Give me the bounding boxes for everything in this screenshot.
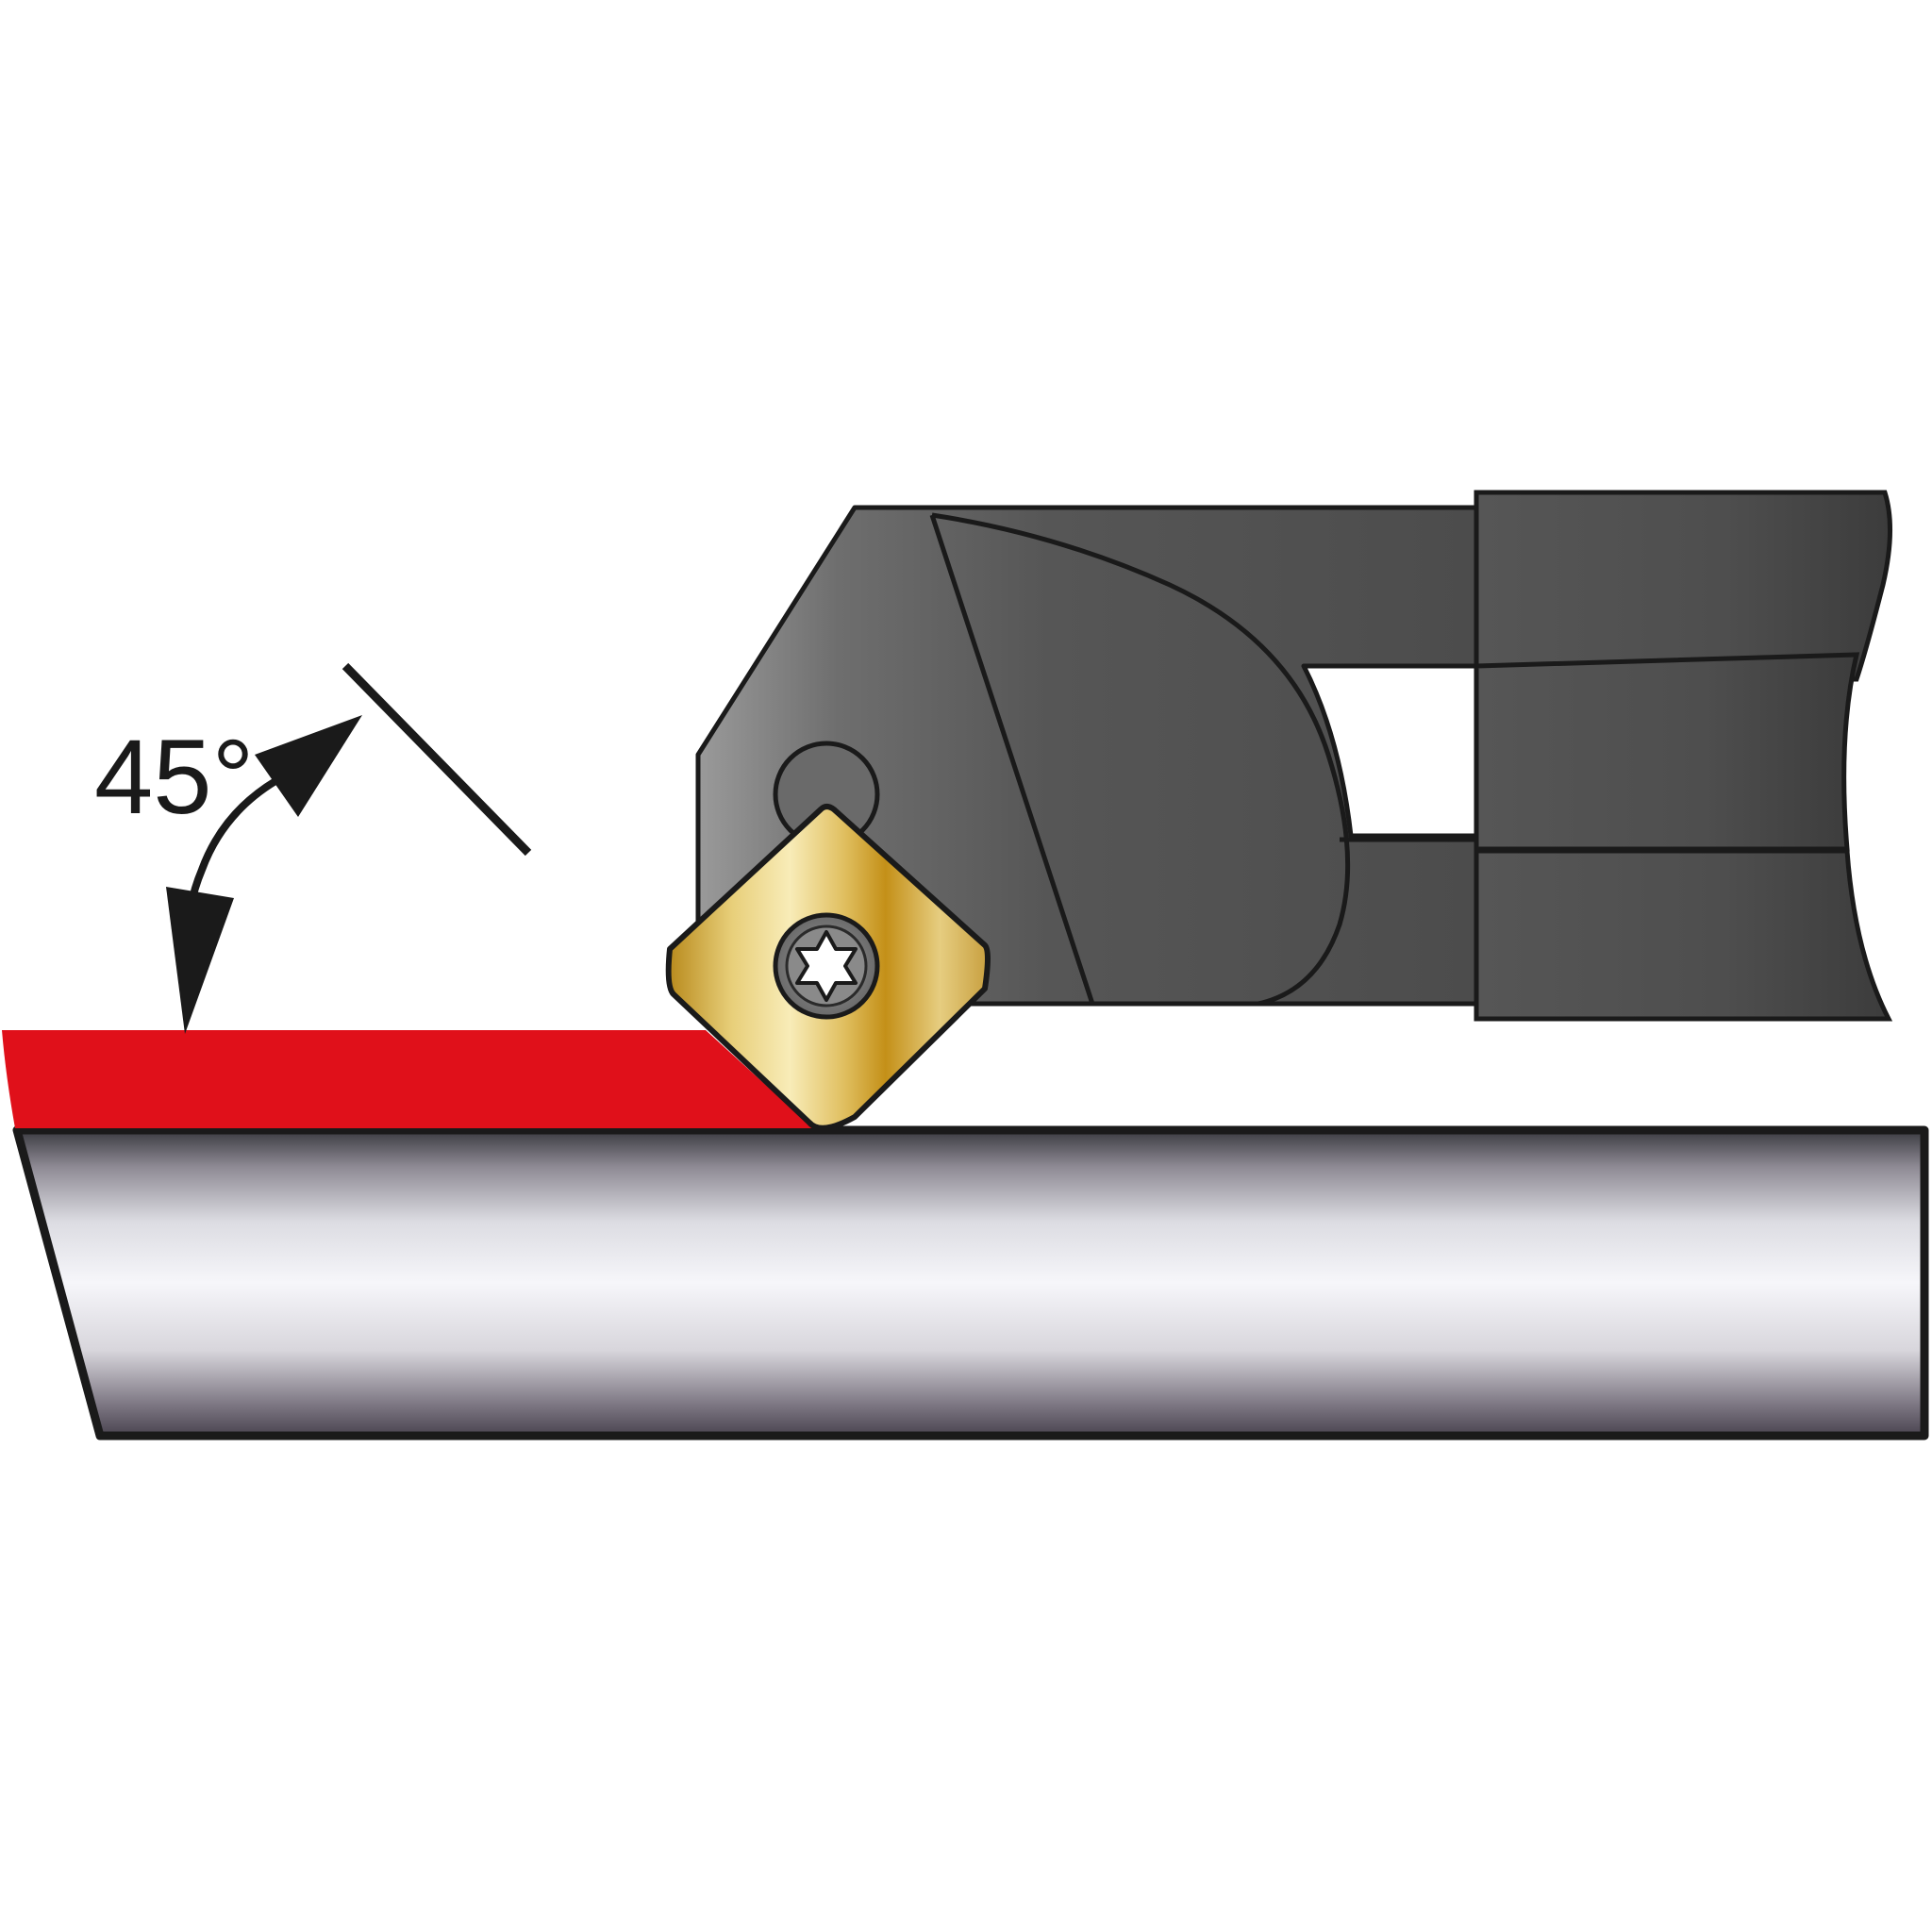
chip-removal-area bbox=[2, 1030, 813, 1128]
torx-screw-icon bbox=[773, 912, 880, 1020]
holder-clamp-contour bbox=[931, 512, 1351, 1007]
holder-shank bbox=[1474, 490, 1893, 1022]
angle-label: 45° bbox=[94, 718, 254, 836]
holder-shank-line bbox=[1304, 663, 1476, 842]
angle-arrow-icon bbox=[166, 662, 532, 1034]
holder-wedge-line bbox=[929, 514, 1095, 1005]
workpiece-bar bbox=[12, 1125, 1929, 1441]
